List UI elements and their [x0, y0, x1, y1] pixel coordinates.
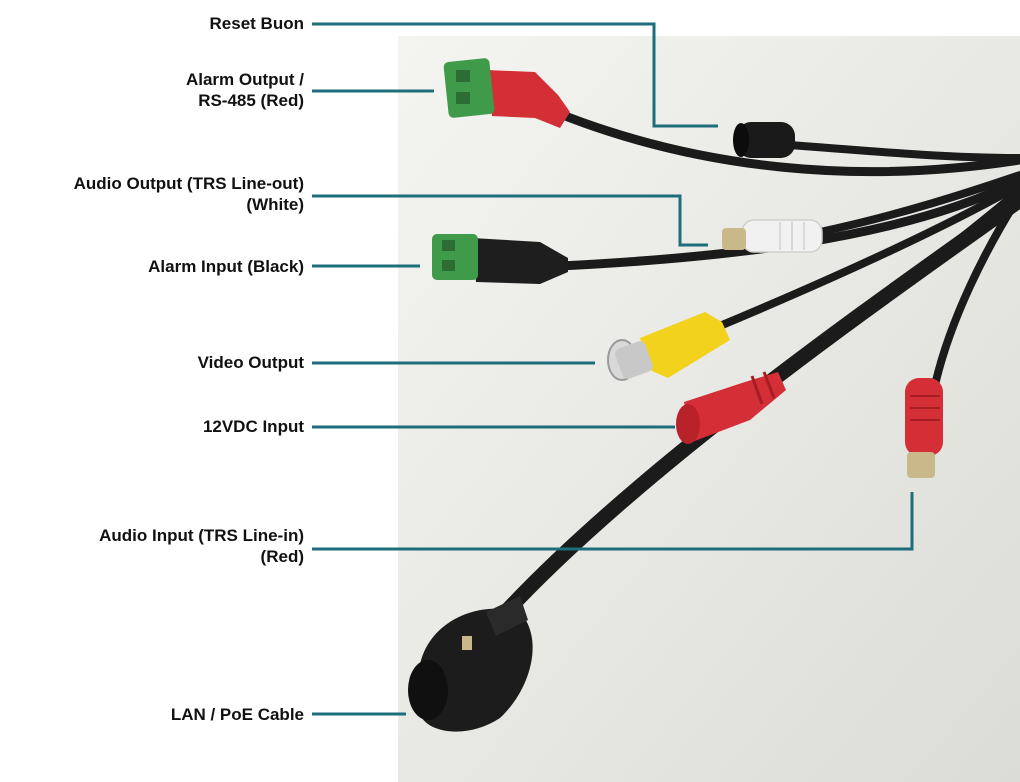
label-lan-poe: LAN / PoE Cable	[171, 704, 304, 725]
label-reset-text: Reset Buon	[209, 14, 304, 33]
label-audio-input-line1: Audio Input (TRS Line-in)	[99, 526, 304, 545]
alarm-input-connector-icon	[432, 234, 568, 284]
label-dc-input-text: 12VDC Input	[202, 417, 304, 436]
label-audio-input: Audio Input (TRS Line-in) (Red)	[99, 525, 304, 567]
leader-audio-input	[312, 492, 914, 551]
audio-input-connector-icon	[905, 378, 943, 478]
leader-audio-output	[312, 194, 708, 247]
label-reset-button: Reset Buon	[210, 13, 304, 34]
label-alarm-output: Alarm Output / RS-485 (Red)	[186, 69, 304, 111]
leader-reset	[312, 22, 718, 128]
cable-audio-output	[816, 171, 1020, 236]
cable-reset	[786, 141, 1020, 162]
cable-video-output	[711, 181, 1020, 332]
reset-button-connector-icon	[733, 122, 795, 158]
label-audio-input-line2: (Red)	[260, 547, 304, 566]
label-alarm-output-line2: RS-485 (Red)	[198, 91, 304, 110]
cable-alarm-output	[550, 107, 1020, 177]
label-alarm-output-line1: Alarm Output /	[185, 70, 304, 89]
label-audio-output-line1: Audio Output (TRS Line-out)	[73, 174, 304, 193]
dc-input-connector-icon	[676, 371, 786, 444]
label-video-output: Video Output	[198, 352, 304, 373]
alarm-output-connector-icon	[443, 58, 570, 128]
leader-lines	[312, 22, 914, 716]
label-lan-poe-text: LAN / PoE Cable	[170, 705, 304, 724]
video-output-connector-icon	[607, 312, 730, 381]
label-alarm-input-text: Alarm Input (Black)	[148, 257, 304, 276]
label-audio-output-line2: (White)	[246, 195, 304, 214]
label-audio-output: Audio Output (TRS Line-out) (White)	[74, 173, 304, 215]
label-video-output-text: Video Output	[197, 353, 304, 372]
lan-poe-connector-icon	[408, 596, 533, 732]
label-dc-input: 12VDC Input	[203, 416, 304, 437]
audio-output-connector-icon	[722, 219, 823, 253]
label-alarm-input: Alarm Input (Black)	[148, 256, 304, 277]
